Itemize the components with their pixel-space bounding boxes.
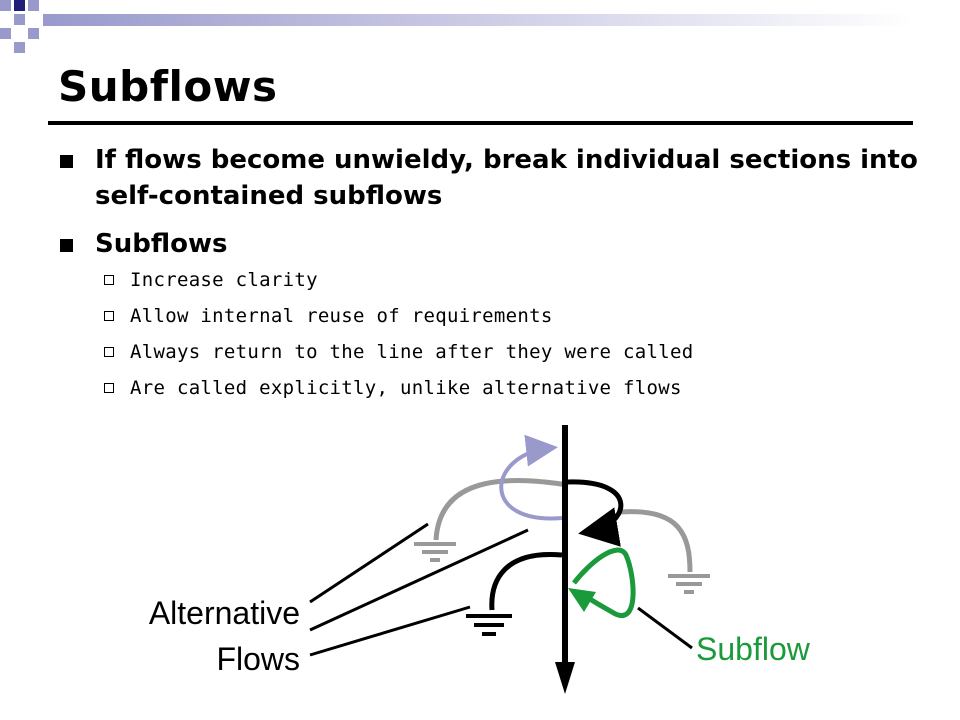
ground-terminal-icon xyxy=(414,542,456,562)
alternative-flow-right xyxy=(619,509,710,594)
hollow-square-bullet-icon xyxy=(104,347,114,357)
flows-label: Flows xyxy=(216,641,300,677)
sub-bullet-text: Increase clarity xyxy=(130,269,318,291)
sub-bullet-item: Always return to the line after they wer… xyxy=(60,334,920,370)
bullet-item: If flows become unwieldy, break individu… xyxy=(60,142,920,214)
bullet-text: If flows become unwieldy, break individu… xyxy=(95,145,918,211)
square-bullet-icon xyxy=(60,155,73,168)
corner-decoration xyxy=(0,0,913,53)
ground-terminal-icon xyxy=(668,574,710,594)
square-bullet-icon xyxy=(60,239,73,252)
sub-bullet-item: Increase clarity xyxy=(60,262,920,298)
callout-line xyxy=(309,522,429,604)
bullet-text: Subflows xyxy=(95,229,228,259)
callout-line xyxy=(309,605,471,657)
hollow-square-bullet-icon xyxy=(104,275,114,285)
slide-title: Subflows xyxy=(58,62,278,111)
callout-line xyxy=(637,606,693,650)
alternative-flow-black xyxy=(466,551,563,636)
subflow-label: Subflow xyxy=(696,631,811,667)
sub-bullet-text: Allow internal reuse of requirements xyxy=(130,305,553,327)
callout-line xyxy=(309,528,529,632)
hollow-square-bullet-icon xyxy=(104,311,114,321)
subflow-loop xyxy=(568,547,636,618)
sub-bullet-item: Are called explicitly, unlike alternativ… xyxy=(60,370,920,406)
black-return-arrow xyxy=(567,479,624,547)
alternative-flow-left xyxy=(414,478,569,562)
sub-bullet-item: Allow internal reuse of requirements xyxy=(60,298,920,334)
hollow-square-bullet-icon xyxy=(104,383,114,393)
sub-bullet-text: Are called explicitly, unlike alternativ… xyxy=(130,377,682,399)
alternative-label: Alternative xyxy=(149,595,300,631)
main-flow-arrowhead xyxy=(555,662,575,694)
bullet-list: If flows become unwieldy, break individu… xyxy=(60,142,920,406)
bullet-item: Subflows xyxy=(60,226,920,262)
title-underline xyxy=(48,121,913,125)
sub-bullet-text: Always return to the line after they wer… xyxy=(130,341,694,363)
ground-terminal-icon xyxy=(466,614,512,636)
loop-arrow xyxy=(499,434,563,521)
